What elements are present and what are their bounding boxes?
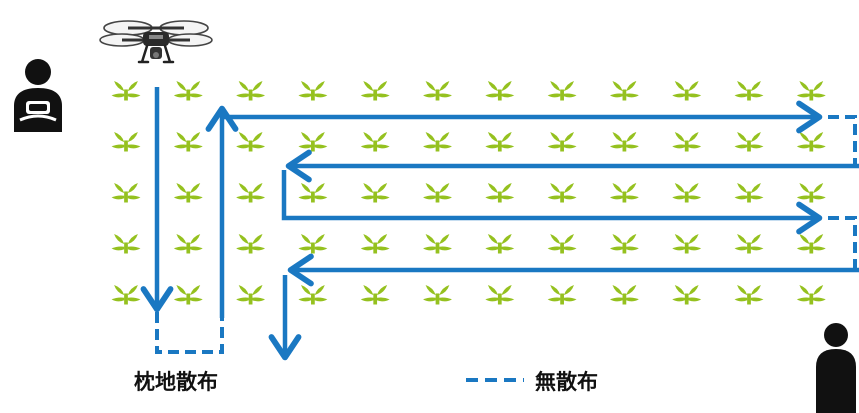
crop-seedling-icon — [423, 131, 452, 152]
crop-seedling-icon — [734, 284, 764, 305]
crop-seedling-icon — [236, 284, 266, 305]
crop-seedling-icon — [236, 233, 266, 254]
crop-seedling-icon — [360, 131, 390, 152]
crop-seedling-icon — [298, 233, 328, 254]
crop-seedling-icon — [173, 80, 203, 101]
crop-seedling-icon — [734, 80, 764, 101]
crop-seedling-icon — [485, 131, 515, 152]
right-dashed-turn-1 — [828, 115, 857, 168]
crop-seedling-icon — [111, 182, 141, 203]
crop-seedling-icon — [672, 131, 702, 152]
crop-seedling-icon — [173, 182, 203, 203]
crop-seedling-icon — [111, 80, 141, 101]
crop-seedling-icon — [609, 233, 639, 254]
crop-seedling-icon — [672, 80, 702, 101]
headland-dashed-turn — [155, 312, 224, 354]
crop-seedling-icon — [485, 182, 515, 203]
crop-seedling-icon — [796, 284, 826, 305]
crop-seedling-icon — [423, 233, 452, 254]
crop-seedling-icon — [796, 80, 826, 101]
crop-seedling-icon — [173, 131, 203, 152]
crop-seedling-icon — [111, 284, 141, 305]
crop-seedling-icon — [609, 131, 639, 152]
path-arrow-right-row3 — [281, 170, 823, 235]
crop-seedling-icon — [547, 233, 577, 254]
crop-seedling-icon — [796, 182, 826, 203]
no-spray-label: 無散布 — [535, 370, 598, 394]
drone-operator-icon — [14, 59, 62, 132]
crop-seedling-icon — [236, 80, 266, 101]
crop-seedling-icon — [173, 233, 203, 254]
crop-seedling-icon — [672, 284, 702, 305]
crop-seedling-icon — [298, 182, 328, 203]
crop-seedling-icon — [236, 131, 266, 152]
right-dashed-turn-2 — [828, 216, 857, 272]
crop-seedling-icon — [796, 131, 826, 152]
crop-seedling-icon — [360, 182, 390, 203]
crop-seedling-icon — [547, 131, 577, 152]
flight-path — [140, 87, 859, 361]
crop-seedling-icon — [547, 80, 577, 101]
crop-seedling-icon — [111, 233, 141, 254]
crop-seedling-icon — [485, 284, 515, 305]
crop-seedling-icon — [672, 233, 702, 254]
crop-seedling-icon — [423, 80, 452, 101]
crop-seedling-icon — [547, 284, 577, 305]
crop-seedling-icon — [360, 80, 390, 101]
crop-seedling-icon — [609, 80, 639, 101]
crop-seedling-icon — [547, 182, 577, 203]
headland-spraying-label: 枕地散布 — [134, 370, 218, 394]
crop-seedling-icon — [111, 131, 141, 152]
crop-seedling-icon — [672, 182, 702, 203]
crop-seedling-icon — [485, 80, 515, 101]
crop-seedling-icon — [485, 233, 515, 254]
crop-seedling-icon — [360, 233, 390, 254]
crop-seedling-icon — [298, 80, 328, 101]
crop-seedling-icon — [360, 284, 390, 305]
person-icon — [816, 323, 856, 413]
crop-seedling-icon — [734, 131, 764, 152]
crop-seedling-icon — [609, 284, 639, 305]
crop-seedling-icon — [236, 182, 266, 203]
crop-seedling-icon — [173, 284, 203, 305]
crop-seedling-icon — [734, 182, 764, 203]
crop-seedling-icon — [423, 182, 452, 203]
no-spray-turns — [155, 115, 857, 354]
crop-seedling-icon — [734, 233, 764, 254]
crop-seedling-icon — [423, 284, 452, 305]
crop-seedling-icon — [298, 131, 328, 152]
crop-seedling-icon — [298, 284, 328, 305]
drone-icon — [99, 20, 213, 64]
crop-seedling-icon — [609, 182, 639, 203]
crop-seedling-icon — [796, 233, 826, 254]
